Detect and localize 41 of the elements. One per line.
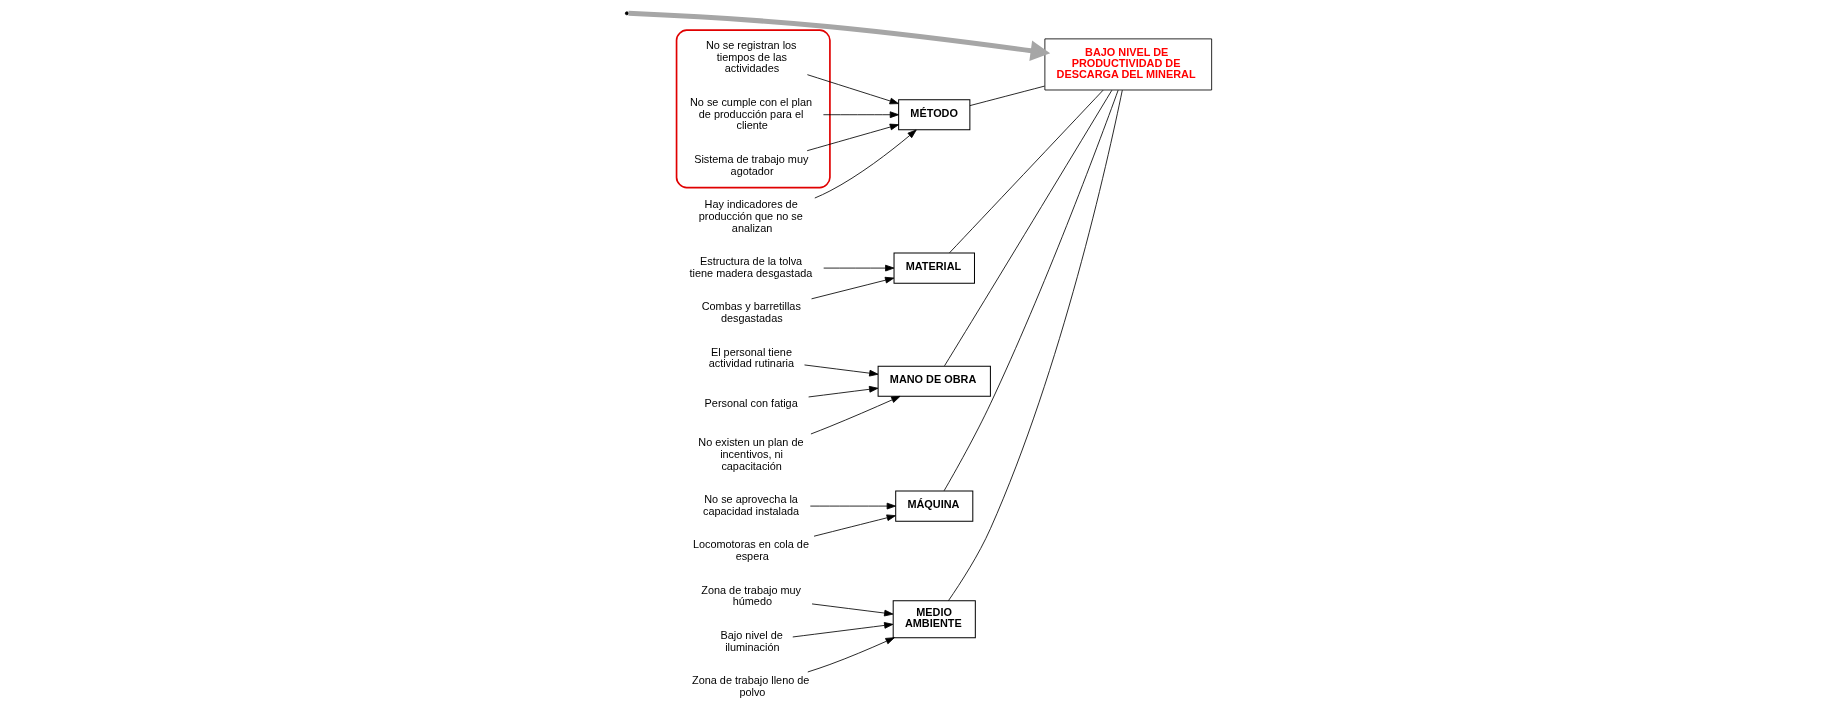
node-text: Sistema de trabajo muy agotador xyxy=(693,152,808,177)
node-box: MÉTODO xyxy=(897,99,970,131)
node-text: Estructura de la tolva tiene madera desgastada xyxy=(689,255,812,279)
arrow xyxy=(811,603,893,617)
node-box: MANO DE OBRA xyxy=(877,365,991,397)
node-text: No se aprovecha la capacidad instalada xyxy=(702,493,799,517)
node-box: BAJO NIVEL DE PRODUCTIVIDAD DE DESCARGA DEL MINERAL xyxy=(1043,38,1212,91)
connector xyxy=(943,89,1119,492)
connector xyxy=(948,89,1103,254)
node-box: MÁQUINA xyxy=(894,490,973,522)
arrow xyxy=(822,264,894,272)
arrow xyxy=(803,364,878,377)
connector xyxy=(969,85,1045,107)
node-text: No se cumple con el plan de producción para el cliente xyxy=(689,95,812,132)
arrow xyxy=(806,123,899,152)
cluster xyxy=(675,29,831,189)
arrow xyxy=(810,395,900,435)
arrow xyxy=(813,129,917,199)
node-text: Bajo nivel de iluminación xyxy=(720,628,783,653)
node-text: Combas y barretillas desgastadas xyxy=(701,300,801,325)
node-text: No se registran los tiempos de las actividades xyxy=(705,38,797,75)
arrow xyxy=(810,276,894,300)
node-box: MATERIAL xyxy=(893,252,975,284)
node-text: Hay indicadores de producción que no se analizan xyxy=(698,198,803,234)
node-box: MEDIO AMBIENTE xyxy=(892,600,976,639)
arrow xyxy=(806,637,895,673)
node-text: Zona de trabajo lleno de polvo xyxy=(691,674,809,698)
connector xyxy=(943,89,1112,367)
arrow xyxy=(807,385,878,398)
node-text: Personal con fatiga xyxy=(704,396,798,409)
connector xyxy=(947,89,1123,601)
arrow xyxy=(809,502,896,510)
arrow xyxy=(822,111,899,119)
arrow xyxy=(627,10,1050,61)
arrow xyxy=(791,622,893,638)
node-text: Locomotoras en cola de espera xyxy=(692,538,809,563)
node-text: Zona de trabajo muy húmedo xyxy=(700,583,801,608)
arrow xyxy=(806,74,899,105)
node-text: El personal tiene actividad rutinaria xyxy=(708,345,794,370)
node-text: No existen un plan de incentivos, ni capacitación xyxy=(697,436,804,472)
arrow xyxy=(813,514,896,537)
